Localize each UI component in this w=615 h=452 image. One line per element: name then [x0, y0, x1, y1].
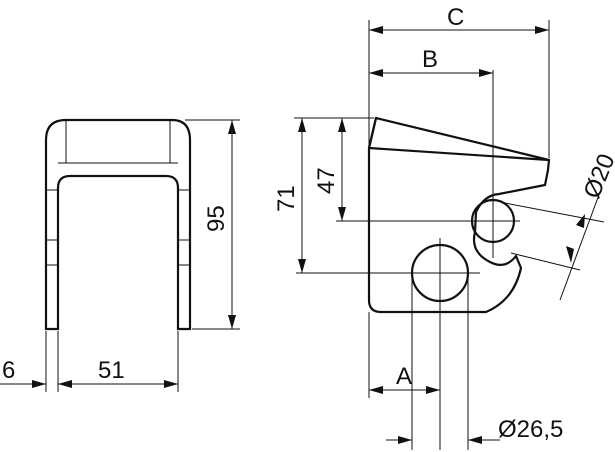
hook-plate-outline [367, 116, 551, 314]
dim-diameter-20-label: Ø20 [579, 150, 615, 202]
dim-height-label: 95 [203, 205, 230, 232]
dim-C-label: C [447, 4, 464, 31]
dimension-47: 47 [313, 118, 346, 221]
dim-71-label: 71 [273, 185, 300, 212]
front-view [44, 118, 192, 331]
bracket-inner-outline [56, 174, 180, 331]
dimension-B: B [369, 46, 493, 77]
dim-thickness-label: 6 [2, 357, 15, 384]
dimension-A: A [368, 312, 440, 398]
dimension-diameter-20: Ø20 [504, 150, 615, 301]
dim-47-label: 47 [313, 167, 340, 194]
dimension-diameter-26-5: Ø26,5 [386, 273, 563, 450]
plate-top-lip [367, 116, 551, 162]
dimension-71: 71 [273, 117, 374, 273]
side-view [367, 116, 551, 314]
dimension-C: C [368, 4, 550, 158]
centre-lines [296, 70, 520, 450]
dimension-inner-width: 51 [57, 331, 179, 392]
dimension-height: 95 [185, 119, 240, 330]
dimension-thickness: 6 [0, 331, 47, 392]
dim-A-label: A [396, 363, 412, 390]
dim-inner-width-label: 51 [98, 357, 125, 384]
bracket-outer-outline [44, 118, 192, 331]
dim-diameter-26-5-label: Ø26,5 [498, 416, 563, 443]
dim-B-label: B [422, 46, 438, 73]
